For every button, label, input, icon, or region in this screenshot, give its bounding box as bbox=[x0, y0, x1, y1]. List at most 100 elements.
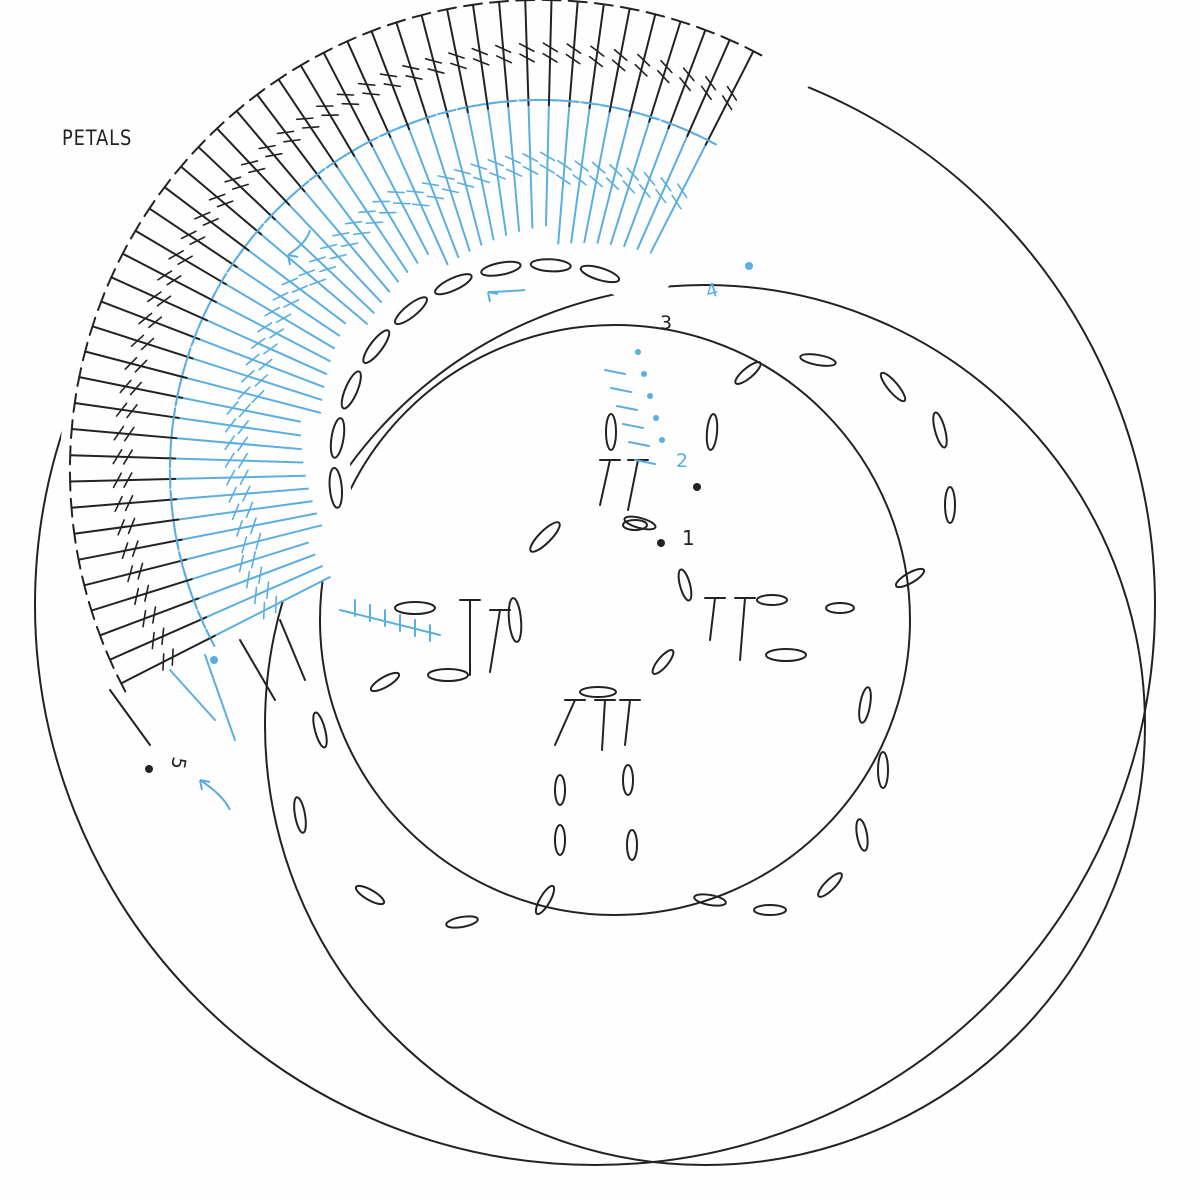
stitch-top-bar bbox=[515, 0, 536, 2]
stitch-cross-bar bbox=[254, 586, 258, 605]
chain-stitch bbox=[534, 884, 556, 916]
treble-stitch bbox=[486, 102, 508, 236]
treble-stitch bbox=[387, 131, 449, 266]
stitch-cross-bar bbox=[283, 138, 301, 143]
stitch-cross-bar bbox=[519, 53, 535, 63]
stitch-top-bar bbox=[75, 549, 82, 570]
stitch-cross-bar bbox=[588, 55, 604, 68]
treble-stitch bbox=[69, 477, 177, 483]
stitch-cross-bar bbox=[522, 165, 539, 175]
stitch-cross-bar bbox=[392, 202, 411, 205]
stitch-cross-bar bbox=[117, 519, 125, 536]
stitch-cross-bar bbox=[457, 182, 475, 188]
stitch-cross-bar bbox=[241, 536, 248, 554]
chain-stitch bbox=[605, 413, 617, 451]
treble-stitch bbox=[554, 699, 576, 746]
stitch-cross-bar bbox=[258, 358, 273, 371]
stitch-cross-bar bbox=[130, 334, 145, 348]
treble-stitch bbox=[235, 110, 306, 193]
stitch-cross-bar bbox=[123, 426, 135, 442]
stitch-cross-bar bbox=[224, 452, 235, 468]
treble-stitch bbox=[704, 50, 755, 146]
stitch-cross-bar bbox=[268, 328, 285, 339]
stitch-top-bar bbox=[105, 650, 115, 669]
stitch-cross-bar bbox=[148, 316, 163, 329]
stitch-top-bar bbox=[314, 47, 333, 58]
stitch-cross-bar bbox=[115, 402, 128, 417]
stitch-cross-bar bbox=[379, 73, 398, 78]
stitch-cross-bar bbox=[239, 469, 249, 486]
chain-stitch bbox=[579, 686, 617, 698]
stitch-cross-bar bbox=[156, 295, 172, 307]
treble-stitch bbox=[739, 597, 746, 661]
chain-stitch bbox=[340, 370, 362, 410]
single-crochet bbox=[622, 423, 644, 429]
stitch-cross-bar bbox=[226, 401, 239, 415]
chain-stitch bbox=[554, 824, 566, 856]
stitch-cross-bar bbox=[137, 562, 144, 580]
stitch-cross-bar bbox=[231, 503, 240, 520]
treble-stitch bbox=[568, 0, 579, 108]
stitch-cross-bar bbox=[495, 55, 513, 64]
stitch-cross-bar bbox=[542, 42, 559, 53]
stitch-cross-bar bbox=[237, 386, 251, 400]
stitch-cross-bar bbox=[142, 609, 147, 628]
stitch-cross-bar bbox=[140, 337, 155, 351]
slip-stitch-dot bbox=[653, 415, 659, 421]
chain-line bbox=[339, 609, 441, 636]
stitch-cross-bar bbox=[453, 168, 471, 175]
stitch-cross-bar bbox=[557, 159, 572, 171]
stitch-cross-bar bbox=[283, 299, 300, 308]
stitch-top-bar bbox=[106, 268, 116, 287]
stitch-top-bar bbox=[209, 121, 225, 136]
stitch-cross-bar bbox=[129, 381, 142, 396]
treble-stitch bbox=[172, 416, 302, 437]
stitch-cross-bar bbox=[134, 359, 148, 373]
stitch-top-bar bbox=[362, 26, 381, 36]
stitch-cross-bar bbox=[613, 48, 628, 62]
chain-stitch bbox=[894, 567, 926, 589]
treble-stitch bbox=[172, 500, 313, 522]
chain-stitch bbox=[579, 264, 621, 284]
chain-stitch bbox=[944, 486, 956, 524]
stitch-cross-bar bbox=[255, 532, 262, 550]
treble-stitch bbox=[148, 207, 238, 268]
chain-stitch bbox=[394, 601, 436, 615]
treble-stitch bbox=[239, 639, 276, 701]
treble-stitch bbox=[601, 699, 606, 751]
stitch-cross-bar bbox=[539, 151, 556, 162]
stitch-top-bar bbox=[670, 17, 691, 26]
stitch-cross-bar bbox=[705, 75, 717, 91]
treble-stitch bbox=[498, 0, 510, 108]
treble-stitch bbox=[649, 139, 709, 254]
stitch-cross-bar bbox=[671, 194, 682, 210]
treble-stitch bbox=[110, 276, 209, 322]
treble-stitch bbox=[180, 375, 322, 414]
stitch-cross-bar bbox=[426, 195, 445, 200]
treble-stitch bbox=[395, 21, 430, 124]
stitch-cross-bar bbox=[250, 337, 266, 349]
stitch-cross-bar bbox=[565, 53, 581, 65]
stitch-cross-bar bbox=[189, 236, 206, 246]
stitch-cross-bar bbox=[518, 42, 535, 53]
chain-stitch bbox=[799, 353, 837, 367]
stitch-cross-bar bbox=[237, 420, 250, 435]
chart-title: PETALS bbox=[62, 126, 133, 150]
stitch-cross-bar bbox=[700, 85, 712, 101]
stitch-top-bar bbox=[143, 200, 156, 218]
stitch-cross-bar bbox=[505, 168, 523, 177]
treble-stitch bbox=[84, 350, 188, 379]
outer-circle-3 bbox=[319, 324, 911, 916]
stitch-cross-bar bbox=[336, 93, 355, 96]
treble-stitch bbox=[200, 565, 323, 621]
stitch-cross-bar bbox=[406, 190, 424, 194]
treble-stitch bbox=[175, 512, 318, 542]
stitch-cross-bar bbox=[263, 343, 278, 355]
stitch-top-bar bbox=[81, 575, 88, 596]
stitch-cross-bar bbox=[352, 231, 371, 236]
stitch-cross-bar bbox=[591, 161, 606, 174]
stitch-cross-bar bbox=[655, 188, 667, 204]
treble-stitch bbox=[420, 14, 449, 118]
stitch-cross-bar bbox=[258, 144, 276, 150]
chain-stitch bbox=[329, 417, 346, 459]
